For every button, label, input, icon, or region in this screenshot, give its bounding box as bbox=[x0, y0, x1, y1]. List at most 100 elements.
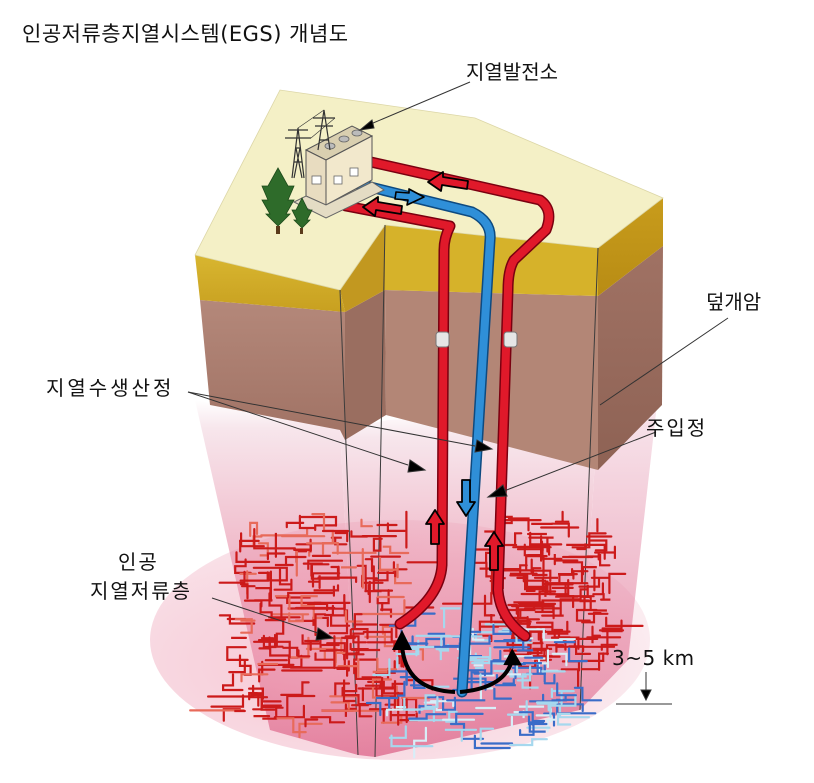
fracture-line bbox=[234, 618, 253, 634]
fracture-line bbox=[341, 686, 372, 706]
fracture-line bbox=[207, 684, 255, 698]
flow-arrow-icon bbox=[394, 188, 425, 206]
fracture-line bbox=[310, 563, 330, 577]
fracture-line bbox=[311, 513, 326, 532]
fracture-line bbox=[350, 530, 369, 538]
fracture-line bbox=[342, 683, 358, 703]
fracture-line bbox=[554, 510, 570, 523]
fracture-line bbox=[249, 521, 259, 537]
fracture-line bbox=[372, 658, 391, 677]
fracture-line bbox=[547, 693, 577, 707]
fracture-line bbox=[526, 618, 540, 632]
fracture-line bbox=[313, 584, 340, 592]
fracture-line bbox=[330, 536, 348, 546]
fracture-line bbox=[344, 610, 363, 623]
fracture-line bbox=[435, 643, 450, 652]
fracture-line bbox=[566, 543, 606, 560]
fracture-line bbox=[524, 575, 546, 591]
fracture-line bbox=[222, 673, 244, 692]
fracture-line bbox=[485, 561, 494, 578]
fracture-line bbox=[583, 595, 592, 611]
fracture-line bbox=[592, 593, 611, 601]
fracture-line bbox=[367, 680, 404, 695]
flow-arrow-icon bbox=[425, 509, 445, 545]
fracture-line bbox=[288, 612, 304, 623]
fracture-line bbox=[578, 576, 611, 588]
fracture-line bbox=[314, 613, 327, 637]
fracture-line bbox=[516, 636, 534, 652]
fracture-line bbox=[276, 717, 307, 734]
fracture-line bbox=[524, 628, 563, 642]
fracture-line bbox=[571, 532, 607, 549]
fracture-line bbox=[526, 638, 543, 655]
fracture-line bbox=[364, 558, 374, 573]
fracture-line bbox=[364, 577, 382, 593]
fracture-line bbox=[408, 713, 447, 720]
reservoir-label-line1: 인공 bbox=[118, 550, 159, 574]
fracture-line bbox=[532, 647, 553, 658]
fracture-line bbox=[556, 712, 572, 726]
fracture-line bbox=[598, 652, 609, 671]
fracture-line bbox=[507, 517, 530, 532]
fracture-line bbox=[473, 660, 510, 675]
fracture-line bbox=[543, 673, 556, 685]
fracture-line bbox=[377, 561, 395, 574]
fracture-line bbox=[493, 687, 512, 700]
fracture-line bbox=[442, 591, 493, 605]
fracture-line bbox=[325, 649, 346, 661]
fracture-line bbox=[573, 686, 603, 702]
ground-surface bbox=[194, 89, 664, 291]
fracture-line bbox=[525, 579, 547, 592]
fracture-line bbox=[364, 677, 384, 698]
fracture-line bbox=[357, 682, 406, 690]
fracture-line bbox=[411, 635, 429, 645]
fracture-line bbox=[351, 704, 373, 718]
fracture-line bbox=[304, 718, 319, 728]
fracture-line bbox=[424, 694, 439, 708]
fracture-line bbox=[547, 620, 569, 635]
fracture-line bbox=[304, 639, 320, 651]
fracture-line bbox=[380, 714, 403, 724]
fracture-line bbox=[535, 621, 571, 633]
fracture-line bbox=[600, 643, 618, 651]
fracture-line bbox=[372, 537, 383, 552]
fracture-line bbox=[261, 637, 275, 651]
fracture-line bbox=[397, 680, 406, 697]
fracture-line bbox=[579, 588, 596, 603]
fracture-line bbox=[581, 612, 602, 624]
fracture-line bbox=[509, 738, 548, 747]
fracture-line bbox=[353, 613, 363, 629]
fracture-line bbox=[516, 665, 532, 682]
fracture-line bbox=[419, 707, 435, 723]
fracture-line bbox=[218, 614, 256, 625]
fracture-line bbox=[379, 623, 398, 638]
fracture-line bbox=[311, 572, 341, 588]
fracture-line bbox=[562, 561, 584, 583]
fracture-line bbox=[590, 539, 608, 552]
diagram-title: 인공저류층지열시스템(EGS) 개념도 bbox=[22, 22, 349, 46]
fracture-line bbox=[556, 682, 577, 697]
fracture-line bbox=[255, 587, 272, 599]
fracture-line bbox=[330, 701, 350, 712]
fracture-line bbox=[273, 578, 293, 591]
flow-arrows bbox=[362, 171, 523, 694]
injection-well-label: 주입정 bbox=[646, 416, 708, 440]
fracture-line bbox=[337, 658, 360, 678]
fracture-line bbox=[560, 668, 580, 688]
fracture-line bbox=[540, 544, 551, 556]
flow-arrow-icon bbox=[427, 171, 469, 192]
fracture-line bbox=[543, 712, 556, 727]
flow-arrow-icon bbox=[484, 531, 504, 571]
fracture-line bbox=[388, 725, 407, 739]
fracture-line bbox=[533, 576, 558, 592]
fracture-line bbox=[289, 666, 349, 677]
fracture-line bbox=[390, 670, 408, 686]
fracture-line bbox=[509, 572, 538, 583]
fracture-line bbox=[529, 693, 556, 703]
fracture-line bbox=[298, 514, 316, 530]
fracture-line bbox=[444, 728, 478, 742]
fracture-line bbox=[519, 564, 528, 574]
fracture-line bbox=[382, 545, 410, 555]
